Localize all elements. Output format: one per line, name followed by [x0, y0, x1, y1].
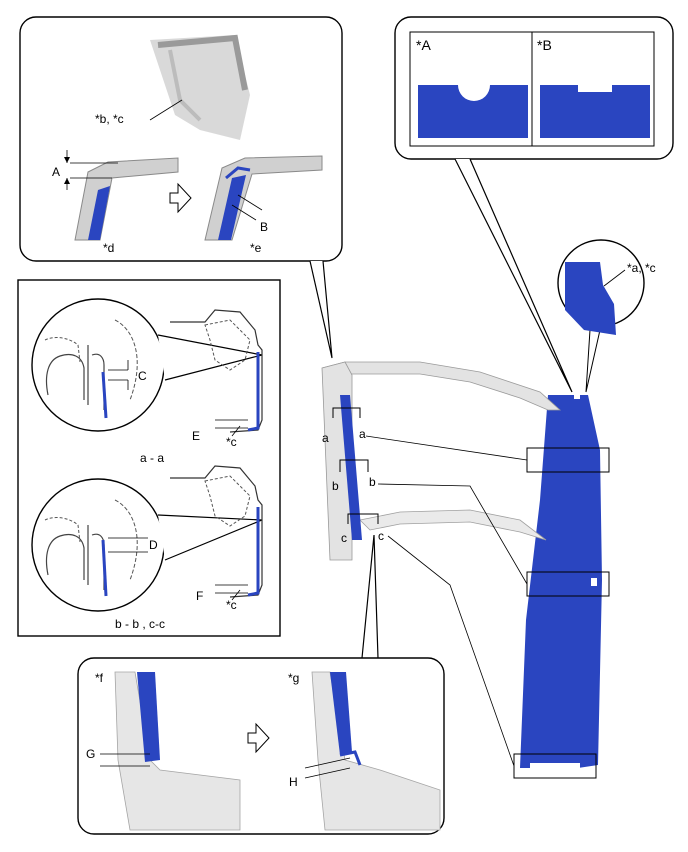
caption-a-a: a - a [140, 451, 164, 465]
caption-b-b-c-c: b - b , c-c [115, 617, 165, 631]
section-mark-a-left: a [322, 431, 329, 445]
panel-bottom: *f *g G H [77, 657, 445, 835]
panel-top-right: *A *B [394, 16, 674, 393]
section-mark-a-right: a [359, 427, 366, 441]
dim-D: D [149, 538, 158, 552]
callout-b-c: *b, *c [95, 112, 124, 126]
callout-e: *e [250, 241, 262, 255]
section-mark-b-left: b [332, 479, 339, 493]
section-b-b-c-c: D F *c b - b , c-c [31, 465, 263, 631]
profile-notch-round [418, 85, 528, 138]
dim-E: E [192, 429, 200, 443]
section-mark-c-left: c [341, 531, 347, 545]
door-frame: a a b b c c [321, 361, 562, 767]
callout-c-upper: *c [226, 435, 237, 449]
panel-sections: C E *c a - a D [17, 279, 281, 637]
blue-strip [513, 395, 610, 779]
section-a-a: C E *c a - a [31, 298, 263, 465]
callout-f: *f [95, 671, 104, 685]
label-A-star: *A [416, 37, 431, 53]
section-mark-b-right: b [369, 475, 376, 489]
circle-detail-top: *a, *c [557, 239, 656, 393]
callout-c-lower: *c [226, 598, 237, 612]
profile-notch-square [540, 85, 650, 138]
callout-d: *d [103, 241, 114, 255]
dim-C: C [138, 369, 147, 383]
right-arrow-icon [169, 182, 192, 214]
panel-top-left: *b, *c A *d B *e [19, 16, 343, 359]
right-arrow-icon-bottom [247, 722, 270, 754]
section-mark-c-right: c [378, 529, 384, 543]
dim-G: G [86, 747, 95, 761]
dim-B: B [260, 220, 268, 234]
label-B-star: *B [537, 37, 552, 53]
callout-g: *g [288, 671, 299, 685]
dim-H: H [289, 775, 298, 789]
dim-F: F [196, 589, 203, 603]
dim-A: A [52, 165, 60, 179]
callout-a-c: *a, *c [627, 261, 656, 275]
